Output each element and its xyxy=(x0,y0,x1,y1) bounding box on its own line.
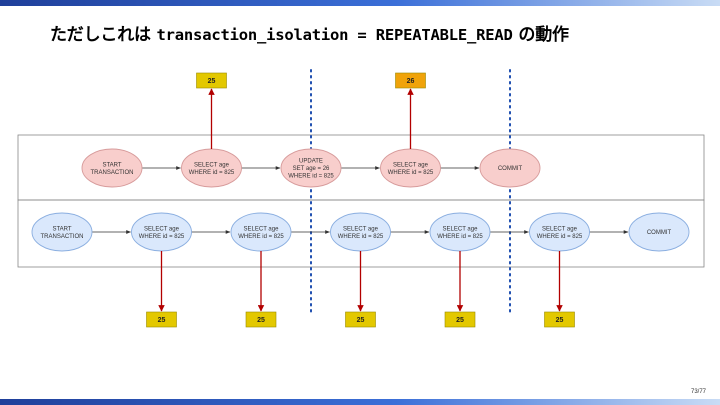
tx-b-node-label: WHERE id = 825 xyxy=(238,234,284,240)
tx-b-node-shape xyxy=(628,212,690,252)
tx-b-result-value: 25 xyxy=(357,317,365,324)
tx-a-node-label: TRANSACTION xyxy=(90,170,133,176)
tx-a-node-label: UPDATE xyxy=(299,159,323,165)
tx-b-result-badge xyxy=(544,311,575,328)
tx-a-node-shape xyxy=(479,148,541,188)
tx-a-node-label: SELECT age xyxy=(194,162,230,168)
tx-b-node: START TRANSACTION xyxy=(31,212,93,252)
tx-a-result-value: 26 xyxy=(407,78,415,85)
page-number: 73/77 xyxy=(690,389,706,395)
title-code: transaction_isolation = REPEATABLE_READ xyxy=(156,26,513,44)
tx-b-result-value: 25 xyxy=(257,317,265,324)
slide-title: ただしこれは transaction_isolation = REPEATABL… xyxy=(50,20,690,45)
tx-b-node-label: TRANSACTION xyxy=(40,234,83,240)
tx-a-result-value: 25 xyxy=(208,78,216,85)
tx-a-node-label: SET age = 26 xyxy=(293,166,330,172)
tx-b-result-badge xyxy=(146,311,177,328)
tx-b-node-label: WHERE id = 825 xyxy=(537,234,583,240)
tx-a-node: COMMIT xyxy=(479,148,541,188)
tx-b-result: 25 xyxy=(146,251,177,328)
tx-b-node-label: SELECT age xyxy=(244,226,280,232)
tx-b-result-value: 25 xyxy=(456,317,464,324)
tx-a-node: START TRANSACTION xyxy=(81,148,143,188)
tx-b-node-label: SELECT age xyxy=(542,226,578,232)
tx-b-node-label: WHERE id = 825 xyxy=(139,234,185,240)
tx-b-result-badge xyxy=(345,311,376,328)
tx-a-node-label: WHERE id = 825 xyxy=(288,174,334,180)
tx-b-node-label: START xyxy=(52,226,71,232)
tx-b-node-label: SELECT age xyxy=(144,226,180,232)
tx-a-node-shape xyxy=(81,148,143,188)
tx-a-node-label: START xyxy=(102,162,121,168)
tx-a-node-label: WHERE id = 825 xyxy=(388,170,434,176)
tx-b-result-badge xyxy=(245,311,277,328)
title-suffix: の動作 xyxy=(512,25,569,45)
tx-a-result-badge xyxy=(196,72,227,89)
tx-a-node-label: SELECT age xyxy=(393,162,429,168)
tx-b-node-label: SELECT age xyxy=(443,226,479,232)
tx-a-result: 25 xyxy=(196,72,227,149)
tx-b-result-value: 25 xyxy=(158,317,166,324)
bottom-accent-bar xyxy=(0,399,720,405)
tx-b-result-value: 25 xyxy=(556,317,564,324)
tx-b-node-label: WHERE id = 825 xyxy=(437,234,483,240)
tx-a-node-label: COMMIT xyxy=(498,166,523,172)
tx-b-result: 25 xyxy=(444,251,476,328)
tx-b-node: COMMIT xyxy=(628,212,690,252)
tx-b-node-shape xyxy=(31,212,93,252)
tx-b-result: 25 xyxy=(544,251,575,328)
tx-b-result: 25 xyxy=(245,251,277,328)
tx-a-node-shape xyxy=(280,148,342,188)
tx-b-node-label: WHERE id = 825 xyxy=(338,234,384,240)
tx-b-node-label: COMMIT xyxy=(647,230,672,236)
tx-b-node-label: SELECT age xyxy=(343,226,379,232)
tx-a-result: 26 xyxy=(395,72,426,149)
tx-a-node-label: WHERE id = 825 xyxy=(189,170,235,176)
title-prefix: ただしこれは xyxy=(50,25,157,45)
tx-a-result-badge xyxy=(395,72,426,89)
tx-b-result: 25 xyxy=(345,251,376,328)
tx-b-result-badge xyxy=(444,311,476,328)
top-accent-bar xyxy=(0,0,720,6)
